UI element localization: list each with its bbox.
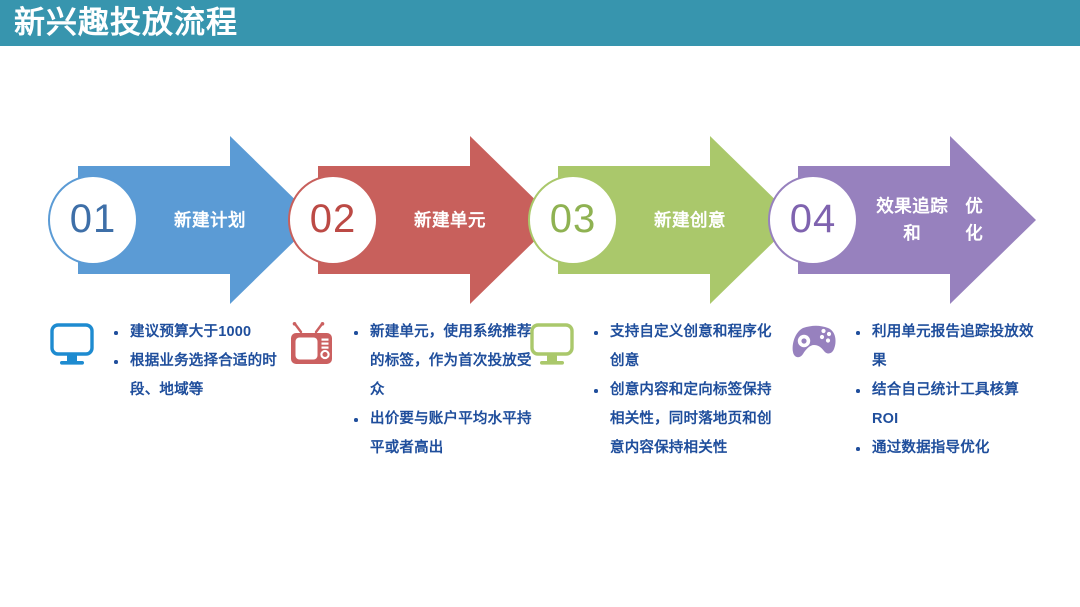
list-item: 根据业务选择合适的时段、地域等 — [110, 347, 300, 405]
flow-step-1[interactable]: 01 新建计划 — [48, 136, 316, 304]
step-number-badge: 02 — [288, 175, 378, 265]
step-label: 新建创意 — [654, 209, 726, 230]
detail-columns: 建议预算大于1000 根据业务选择合适的时段、地域等 新建单元，使用系统推荐的标… — [0, 322, 1080, 552]
arrow-shape-icon — [78, 136, 316, 304]
list-item: 创意内容和定向标签保持相关性，同时落地页和创意内容保持相关性 — [590, 376, 780, 463]
step-number-badge: 01 — [48, 175, 138, 265]
bullet-list: 支持自定义创意和程序化创意 创意内容和定向标签保持相关性，同时落地页和创意内容保… — [590, 318, 780, 463]
gamepad-icon — [790, 322, 842, 370]
flow-step-3[interactable]: 03 新建创意 — [528, 136, 796, 304]
desktop-monitor-icon — [528, 322, 580, 370]
step-label: 效果追踪和优化 — [876, 196, 984, 243]
arrow-shape-icon — [798, 136, 1036, 304]
list-item: 结合自己统计工具核算ROI — [852, 376, 1042, 434]
desktop-monitor-icon — [48, 322, 100, 370]
list-item: 建议预算大于1000 — [110, 318, 300, 347]
process-flow-diagram: 01 新建计划 02 新建单元 03 新建创意 04 效果追踪和优化 — [0, 136, 1080, 304]
list-item: 利用单元报告追踪投放效果 — [852, 318, 1042, 376]
arrow-shape-icon — [558, 136, 796, 304]
page-title: 新兴趣投放流程 — [14, 5, 238, 40]
arrow-shape-icon — [318, 136, 556, 304]
list-item: 新建单元，使用系统推荐的标签，作为首次投放受众 — [350, 318, 540, 405]
retro-tv-icon — [288, 322, 340, 370]
bullet-list: 利用单元报告追踪投放效果 结合自己统计工具核算ROI 通过数据指导优化 — [852, 318, 1042, 463]
step-number: 02 — [309, 197, 357, 241]
step-number: 01 — [69, 197, 117, 241]
step-number: 03 — [549, 197, 597, 241]
flow-step-2[interactable]: 02 新建单元 — [288, 136, 556, 304]
bullet-list: 建议预算大于1000 根据业务选择合适的时段、地域等 — [110, 318, 300, 405]
step-number-badge: 03 — [528, 175, 618, 265]
list-item: 出价要与账户平均水平持平或者高出 — [350, 405, 540, 463]
bullet-list: 新建单元，使用系统推荐的标签，作为首次投放受众 出价要与账户平均水平持平或者高出 — [350, 318, 540, 463]
list-item: 支持自定义创意和程序化创意 — [590, 318, 780, 376]
title-bar — [0, 0, 1080, 46]
step-label: 新建计划 — [174, 209, 246, 230]
step-label: 新建单元 — [414, 209, 486, 230]
flow-step-4[interactable]: 04 效果追踪和优化 — [768, 136, 1036, 304]
list-item: 通过数据指导优化 — [852, 434, 1042, 463]
step-number: 04 — [789, 197, 837, 241]
step-number-badge: 04 — [768, 175, 858, 265]
